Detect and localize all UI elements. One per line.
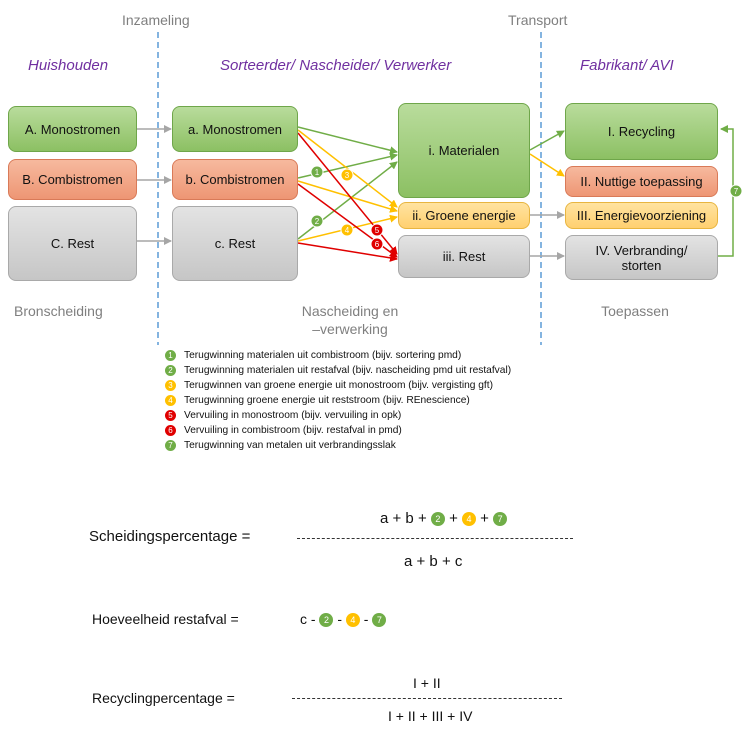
legend-text: Terugwinning groene energie uit reststro… [184, 395, 470, 406]
header-inzameling: Inzameling [122, 12, 190, 28]
legend-text: Terugwinning van metalen uit verbranding… [184, 440, 396, 451]
legend-item: 5 Vervuiling in monostroom (bijv. vervui… [165, 410, 401, 421]
legend-item: 1 Terugwinning materialen uit combistroo… [165, 350, 461, 361]
recycling-fraction-line [292, 698, 562, 699]
legend-item: 6 Vervuiling in combistroom (bijv. resta… [165, 425, 402, 436]
legend-item: 7 Terugwinning van metalen uit verbrandi… [165, 440, 396, 451]
legend-marker-2: 2 [165, 365, 176, 376]
svg-text:1: 1 [315, 168, 320, 177]
rest-formula: c - 2 - 4 - 7 [300, 611, 387, 628]
svg-text:6: 6 [375, 240, 380, 249]
recycling-numerator: I + II [413, 675, 441, 691]
marker-2: 2 [310, 214, 324, 228]
box-a-monostromen: a. Monostromen [172, 106, 298, 152]
scheiding-plus: + [480, 510, 489, 527]
box-iii-rest: iii. Rest [398, 235, 530, 278]
arrow-red-c [297, 242, 398, 262]
column-title-huishouden: Huishouden [28, 57, 109, 74]
flow-diagram-connectors: 1 2 3 4 5 6 7 [137, 32, 742, 345]
arrow-mat-recycling [529, 130, 565, 151]
marker-1: 1 [310, 165, 324, 179]
scheiding-numerator: a + b + 2 + 4 + 7 [380, 510, 508, 527]
legend-marker-5: 5 [165, 410, 176, 421]
box-A-monostromen: A. Monostromen [8, 106, 137, 152]
scheiding-fraction-line [297, 538, 573, 539]
legend-marker-3: 3 [165, 380, 176, 391]
footer-nascheiding-line2: –verwerking [312, 321, 388, 337]
rest-minus: - [363, 611, 369, 627]
box-II-nuttige-toepassing: II. Nuttige toepassing [565, 166, 718, 197]
legend-marker-7: 7 [165, 440, 176, 451]
rest-marker-2: 2 [319, 613, 334, 628]
marker-7: 7 [729, 184, 742, 198]
legend-text: Terugwinning materialen uit combistroom … [184, 350, 462, 361]
legend-text: Vervuiling in monostroom (bijv. vervuili… [184, 410, 402, 421]
legend-text: Terugwinnen van groene energie uit monos… [184, 380, 493, 391]
arrow-green-a [297, 126, 398, 155]
footer-toepassen: Toepassen [601, 303, 669, 319]
marker-5: 5 [370, 223, 384, 237]
box-IV-verbranding: IV. Verbranding/ storten [565, 235, 718, 280]
svg-text:7: 7 [734, 187, 739, 196]
arrow-yellow-a [297, 129, 398, 208]
footer-nascheiding-line1: Nascheiding en [301, 303, 399, 319]
legend-text: Vervuiling in combistroom (bijv. restafv… [184, 425, 402, 436]
legend-text: Terugwinning materialen uit restafval (b… [184, 365, 512, 376]
box-B-combistromen: B. Combistromen [8, 159, 137, 200]
legend-item: 4 Terugwinning groene energie uit restst… [165, 395, 470, 406]
recycling-denominator: I + II + III + IV [388, 708, 473, 724]
box-ii-groene-energie: ii. Groene energie [398, 202, 530, 229]
legend-item: 2 Terugwinning materialen uit restafval … [165, 365, 511, 376]
legend-marker-1: 1 [165, 350, 176, 361]
rest-label: Hoeveelheid restafval = [92, 611, 239, 627]
rest-marker-7: 7 [372, 613, 387, 628]
box-i-materialen: i. Materialen [398, 103, 530, 198]
rest-marker-4: 4 [345, 613, 360, 628]
recycling-label: Recyclingpercentage = [92, 690, 235, 706]
column-title-sorteerder: Sorteerder/ Nascheider/ Verwerker [220, 57, 452, 74]
box-b-combistromen: b. Combistromen [172, 159, 298, 200]
column-title-fabrikant: Fabrikant/ AVI [580, 57, 674, 74]
legend-item: 3 Terugwinnen van groene energie uit mon… [165, 380, 493, 391]
marker-3: 3 [340, 168, 354, 182]
arrow-mat-nuttig [529, 153, 565, 177]
scheiding-marker-4: 4 [462, 512, 476, 527]
svg-text:2: 2 [315, 217, 320, 226]
rest-c: c - [300, 611, 316, 627]
marker-6: 6 [370, 237, 384, 251]
svg-text:3: 3 [345, 171, 350, 180]
scheiding-denominator: a + b + c [404, 553, 463, 570]
footer-bronscheiding: Bronscheiding [14, 303, 103, 319]
scheiding-label: Scheidingspercentage = [89, 528, 251, 545]
legend-marker-6: 6 [165, 425, 176, 436]
header-transport: Transport [508, 12, 568, 28]
box-III-energievoorziening: III. Energievoorziening [565, 202, 718, 229]
rest-minus: - [337, 611, 343, 627]
legend-marker-4: 4 [165, 395, 176, 406]
scheiding-plus: + [449, 510, 458, 527]
arrow-yellow-b [297, 180, 398, 213]
marker-4: 4 [340, 223, 354, 237]
scheiding-num-text: a + b + [380, 510, 427, 527]
box-C-rest: C. Rest [8, 206, 137, 281]
svg-text:5: 5 [375, 226, 380, 235]
scheiding-marker-7: 7 [493, 512, 508, 527]
box-I-recycling: I. Recycling [565, 103, 718, 160]
box-c-rest: c. Rest [172, 206, 298, 281]
scheiding-marker-2: 2 [430, 512, 445, 527]
svg-text:4: 4 [345, 226, 350, 235]
